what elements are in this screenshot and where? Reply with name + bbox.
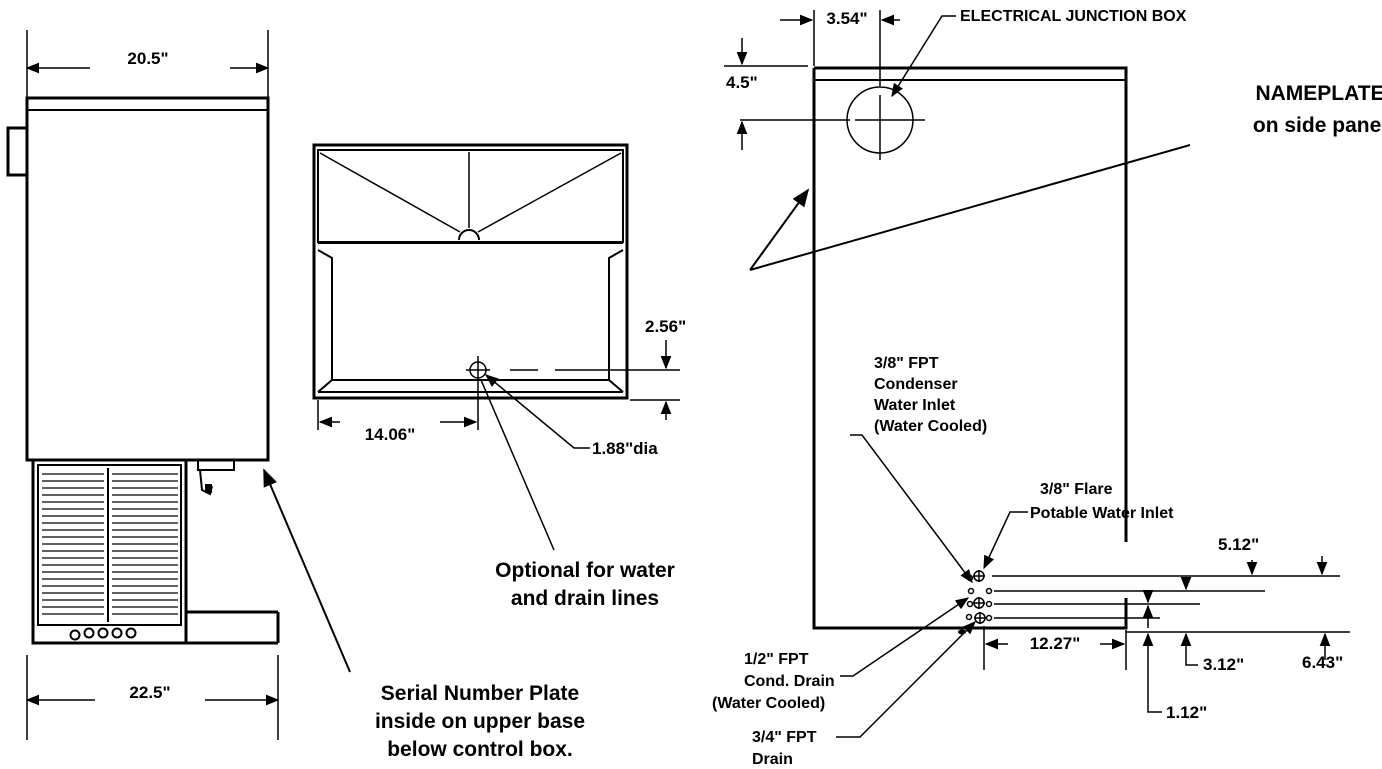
serial-plate-callout: Serial Number Plate inside on upper base…: [263, 468, 585, 761]
drain-line1: 3/4" FPT: [752, 729, 817, 746]
control-buttons: [69, 627, 137, 641]
serial-note-line1: Serial Number Plate: [381, 682, 579, 705]
optional-note-line1: Optional for water: [495, 559, 675, 582]
rear-view: 3.54" ELECTRICAL JUNCTION BOX 4.5" NAMEP…: [712, 8, 1382, 768]
dim-4-5-label: 4.5": [726, 73, 758, 92]
front-view: 20.5" 22.5": [6, 30, 280, 740]
top-offset-right-label: 2.56": [645, 317, 686, 336]
front-width-bottom-label: 22.5": [129, 683, 170, 702]
cond-drain-line1: 1/2" FPT: [744, 651, 809, 668]
drain-line2: Drain: [752, 751, 793, 768]
dim-5-12-label: 5.12": [1218, 535, 1259, 554]
top-offset-left-label: 14.06": [365, 425, 416, 444]
dim-6-43-label: 6.43": [1302, 653, 1343, 672]
nameplate-label-line1: NAMEPLATE: [1255, 82, 1382, 105]
front-width-top-label: 20.5": [127, 49, 168, 68]
condenser-inlet-line2: Condenser: [874, 376, 958, 393]
dim-3-12-label: 3.12": [1203, 655, 1244, 674]
condenser-inlet-line4: (Water Cooled): [874, 418, 987, 435]
serial-note-line3: below control box.: [387, 738, 573, 761]
condenser-inlet-line3: Water Inlet: [874, 397, 956, 414]
optional-note-line2: and drain lines: [511, 587, 659, 610]
dim-3-54-label: 3.54": [826, 9, 867, 28]
cabinet-body: [25, 96, 270, 462]
nameplate-label-line2: on side panel: [1253, 114, 1382, 137]
cond-drain-line3: (Water Cooled): [712, 695, 825, 712]
junction-box-label: ELECTRICAL JUNCTION BOX: [960, 8, 1187, 25]
potable-inlet-line2: Potable Water Inlet: [1030, 505, 1174, 522]
front-grille: [42, 473, 178, 615]
condenser-inlet-line1: 3/8" FPT: [874, 355, 939, 372]
dim-1-12-label: 1.12": [1166, 703, 1207, 722]
serial-note-line2: inside on upper base: [375, 710, 585, 733]
cond-drain-line2: Cond. Drain: [744, 673, 835, 690]
top-view-outline: [312, 143, 629, 400]
dim-12-27-label: 12.27": [1030, 634, 1081, 653]
hole-diameter-label: 1.88"dia: [592, 439, 658, 458]
potable-inlet-line1: 3/8" Flare: [1040, 481, 1113, 498]
top-view: 2.56" 14.06" 1.88"dia Optional for water…: [312, 143, 686, 610]
